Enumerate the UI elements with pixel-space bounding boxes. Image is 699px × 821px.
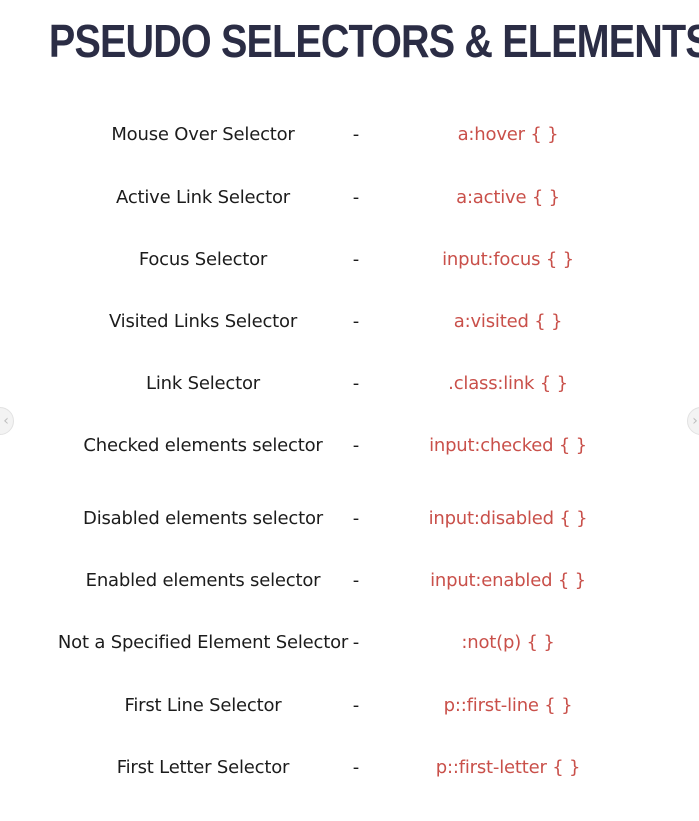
separator-dash: - (352, 373, 360, 394)
selector-label: First Line Selector (124, 695, 282, 716)
separator-dash: - (352, 757, 360, 778)
selector-label: Link Selector (146, 373, 260, 394)
selector-label: Disabled elements selector (83, 508, 323, 529)
selector-code: a:hover { } (457, 124, 559, 145)
table-row: Visited Links Selector - a:visited { } (0, 307, 699, 337)
selector-label: Visited Links Selector (108, 311, 298, 332)
selector-label: Not a Specified Element Selector (57, 632, 349, 653)
selector-label: Checked elements selector (83, 435, 323, 456)
selector-label: First Letter Selector (116, 757, 290, 778)
selector-code: input:disabled { } (428, 508, 588, 529)
table-row: Checked elements selector - input:checke… (0, 431, 699, 461)
selector-code: input:enabled { } (430, 570, 586, 591)
selector-label: Focus Selector (138, 249, 268, 270)
table-row: Mouse Over Selector - a:hover { } (0, 120, 699, 150)
separator-dash: - (352, 632, 360, 653)
selector-code: input:checked { } (429, 435, 587, 456)
selector-label: Enabled elements selector (85, 570, 321, 591)
selector-code: .class:link { } (448, 373, 568, 394)
selector-label: Mouse Over Selector (111, 124, 295, 145)
separator-dash: - (352, 570, 360, 591)
table-row: Disabled elements selector - input:disab… (0, 504, 699, 534)
separator-dash: - (352, 435, 360, 456)
separator-dash: - (352, 249, 360, 270)
separator-dash: - (352, 508, 360, 529)
selector-code: a:visited { } (453, 311, 563, 332)
selector-code: input:focus { } (442, 249, 574, 270)
separator-dash: - (352, 311, 360, 332)
table-row: First Letter Selector - p::first-letter … (0, 753, 699, 783)
separator-dash: - (352, 187, 360, 208)
page-title: PSEUDO SELECTORS & ELEMENTS (48, 15, 699, 67)
chevron-left-icon: ‹ (3, 413, 9, 429)
separator-dash: - (352, 695, 360, 716)
selector-code: p::first-line { } (443, 695, 573, 716)
table-row: First Line Selector - p::first-line { } (0, 691, 699, 721)
table-row: Active Link Selector - a:active { } (0, 183, 699, 213)
chevron-right-icon: › (692, 413, 698, 429)
table-row: Not a Specified Element Selector - :not(… (0, 628, 699, 658)
separator-dash: - (352, 124, 360, 145)
selector-code: a:active { } (456, 187, 560, 208)
table-row: Link Selector - .class:link { } (0, 369, 699, 399)
table-row: Enabled elements selector - input:enable… (0, 566, 699, 596)
table-row: Focus Selector - input:focus { } (0, 245, 699, 275)
selector-label: Active Link Selector (116, 187, 290, 208)
selector-code: p::first-letter { } (435, 757, 581, 778)
selector-code: :not(p) { } (461, 632, 555, 653)
